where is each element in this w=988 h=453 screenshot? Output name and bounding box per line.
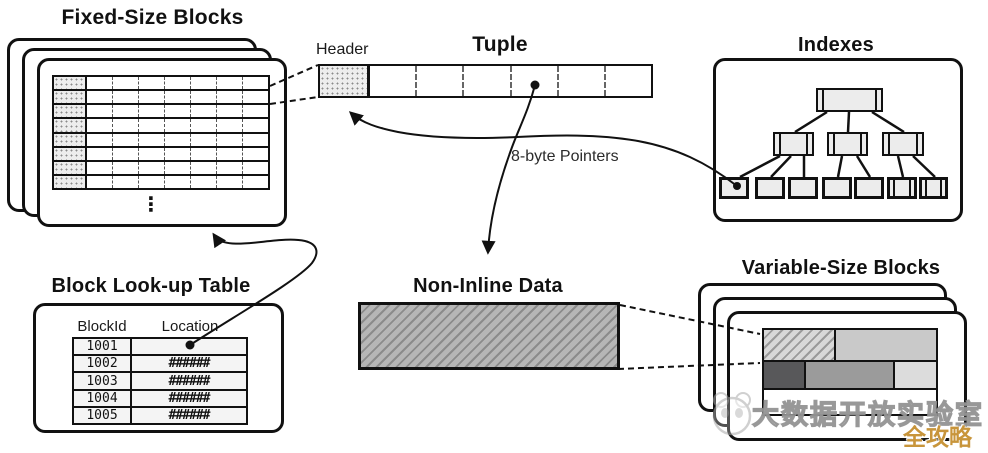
slot-row <box>54 119 268 134</box>
lookup-table-title: Block Look-up Table <box>51 275 251 297</box>
non-inline-title: Non-Inline Data <box>413 275 563 297</box>
btree-inner-node <box>827 132 868 156</box>
lookup-row: 1005 ###### <box>74 407 246 424</box>
btree-leaf-node <box>919 177 948 199</box>
slot-header-cell <box>54 105 87 118</box>
lookup-col-location: Location <box>161 318 219 335</box>
slot-header-cell <box>54 77 87 90</box>
slot-row <box>54 133 268 148</box>
lookup-col-blockid: BlockId <box>77 318 127 335</box>
tuple-header-label: Header <box>316 41 369 58</box>
tuple-attribute-cell <box>509 66 557 96</box>
blockid-cell: 1005 <box>74 407 132 424</box>
variable-block-grid <box>762 328 938 416</box>
lookup-row: 1002 ###### <box>74 356 246 374</box>
lookup-row: 1004 ###### <box>74 390 246 408</box>
variable-cell-light <box>836 330 936 360</box>
blockid-cell: 1003 <box>74 373 132 389</box>
slot-row <box>54 77 268 92</box>
blockid-cell: 1002 <box>74 356 132 372</box>
btree-leaf-node <box>719 177 749 199</box>
indexes-title: Indexes <box>798 34 874 56</box>
tuple-title: Tuple <box>472 33 528 56</box>
slot-row <box>54 91 268 106</box>
btree-inner-node <box>882 132 924 156</box>
btree-inner-node <box>773 132 814 156</box>
variable-cell-hatched <box>764 330 836 360</box>
tuple-attribute-cell <box>462 66 509 96</box>
tuple-attribute-cell <box>556 66 604 96</box>
btree-leaf-node <box>822 177 852 199</box>
tuple-attribute-cell <box>370 66 415 96</box>
location-cell: ###### <box>168 373 211 389</box>
btree-root-node <box>816 88 883 112</box>
lookup-row: 1003 ###### <box>74 373 246 391</box>
slot-header-cell <box>54 161 87 174</box>
panda-logo-watermark <box>712 392 752 436</box>
slot-row <box>54 105 268 120</box>
slot-row <box>54 175 268 188</box>
non-inline-data-block <box>358 302 620 370</box>
slot-row <box>54 161 268 176</box>
variable-cell-dark <box>764 362 804 388</box>
tuple-bar <box>318 64 653 98</box>
variable-cell-pale <box>895 362 936 388</box>
slot-header-cell <box>54 175 87 188</box>
slot-header-cell <box>54 133 87 146</box>
variable-row <box>764 330 936 360</box>
slot-header-cell <box>54 119 87 132</box>
variable-row-empty <box>764 388 936 414</box>
slot-row <box>54 147 268 162</box>
variable-size-blocks-title: Variable-Size Blocks <box>741 257 941 279</box>
location-cell: ###### <box>168 407 211 423</box>
more-rows-ellipsis: ⋮ <box>141 194 161 216</box>
slot-header-cell <box>54 147 87 160</box>
tuple-attribute-cell <box>603 66 651 96</box>
location-cell: ###### <box>168 356 211 372</box>
watermark-badge: 全攻略 <box>903 424 972 450</box>
pointer-curve-tuple-to-noninline <box>481 80 540 255</box>
variable-row <box>764 360 936 388</box>
watermark-text: 大数据开放实验室 <box>751 399 984 430</box>
pointers-label: 8-byte Pointers <box>511 148 619 165</box>
lookup-table: 1001 1002 ###### 1003 ###### 1004 ######… <box>72 337 248 425</box>
blockid-cell: 1001 <box>74 339 132 355</box>
fixed-block-slot-table <box>52 75 270 190</box>
lookup-row: 1001 <box>74 339 246 357</box>
btree-leaf-node <box>887 177 917 199</box>
btree-leaf-node <box>755 177 785 199</box>
slot-header-cell <box>54 91 87 104</box>
btree-leaf-node <box>788 177 818 199</box>
blockid-cell: 1004 <box>74 390 132 406</box>
variable-cell-medium <box>804 362 895 388</box>
location-cell: ###### <box>168 390 211 406</box>
fixed-size-blocks-title: Fixed-Size Blocks <box>61 6 244 29</box>
tuple-attribute-cell <box>415 66 462 96</box>
btree-leaf-node <box>854 177 884 199</box>
tuple-header-cell <box>320 66 370 96</box>
